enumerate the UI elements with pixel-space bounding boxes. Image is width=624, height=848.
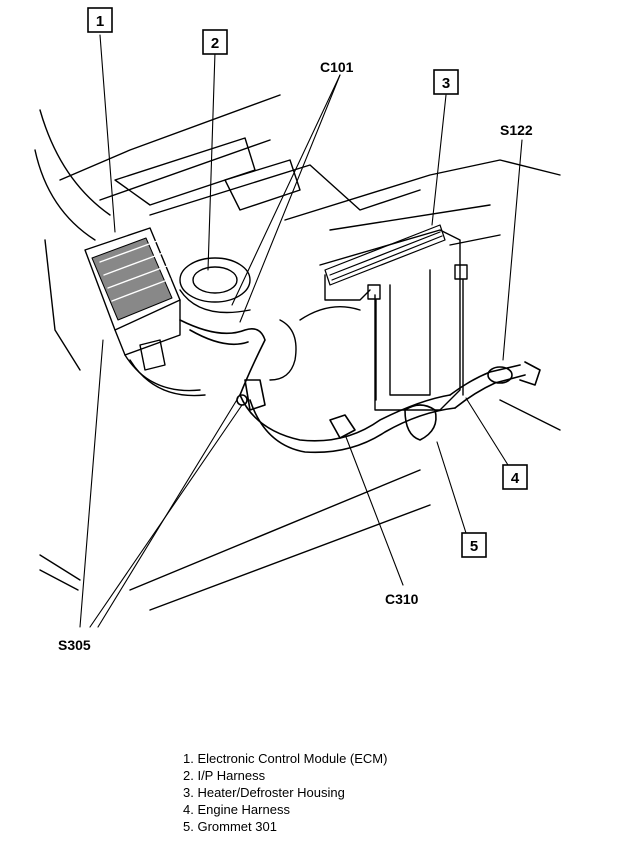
c101-label: C101 <box>320 59 354 75</box>
callout-2: 2 <box>202 29 228 55</box>
legend-item-ip-harness: 2. I/P Harness <box>183 768 266 783</box>
defroster-grille <box>324 224 446 286</box>
callout-3-number: 3 <box>442 75 450 92</box>
leader-lines <box>79 34 523 628</box>
s305-label: S305 <box>58 637 91 653</box>
wire-harness <box>179 319 541 454</box>
legend-item-ecm: 1. Electronic Control Module (ECM) <box>183 751 388 766</box>
legend-item-heater-housing: 3. Heater/Defroster Housing <box>183 785 345 800</box>
callout-1: 1 <box>87 7 113 33</box>
s122-label: S122 <box>500 122 533 138</box>
callout-3: 3 <box>433 69 459 95</box>
blower-assembly <box>179 257 251 314</box>
legend: 1. Electronic Control Module (ECM) 2. I/… <box>183 750 387 835</box>
heater-housing <box>269 229 468 411</box>
legend-item-grommet: 5. Grommet 301 <box>183 819 277 834</box>
callout-2-number: 2 <box>211 35 219 52</box>
callout-4-number: 4 <box>511 470 520 487</box>
callout-4: 4 <box>502 464 528 490</box>
c310-label: C310 <box>385 591 419 607</box>
firewall-outline <box>34 94 561 611</box>
callout-1-number: 1 <box>96 13 104 30</box>
callout-5-number: 5 <box>470 538 478 555</box>
legend-item-engine-harness: 4. Engine Harness <box>183 802 290 817</box>
callout-5: 5 <box>461 532 487 558</box>
ecm-module <box>84 227 206 397</box>
